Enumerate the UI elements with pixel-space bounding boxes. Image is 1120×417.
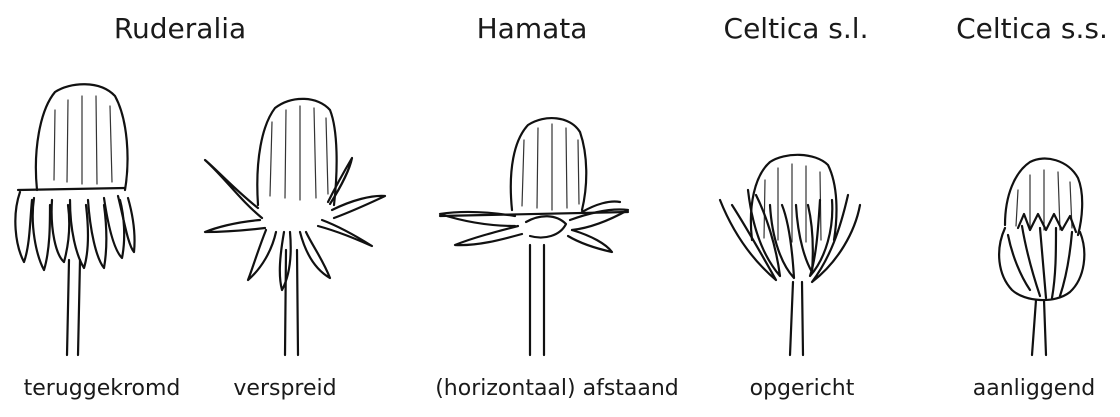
bud-drawing-horizontaal-afstaand — [440, 118, 628, 355]
caption-teruggekromd: teruggekromd — [24, 375, 181, 403]
caption-verspreid: verspreid — [233, 375, 336, 403]
caption-opgericht: opgericht — [750, 375, 855, 403]
caption-horizontaal-afstaand: (horizontaal) afstaand — [435, 375, 679, 403]
bud-drawing-opgericht — [720, 155, 860, 355]
bud-drawing-aanliggend — [999, 159, 1084, 355]
bud-drawing-verspreid — [205, 99, 385, 355]
bud-drawing-teruggekromd — [15, 84, 134, 355]
caption-aanliggend: aanliggend — [973, 375, 1096, 403]
